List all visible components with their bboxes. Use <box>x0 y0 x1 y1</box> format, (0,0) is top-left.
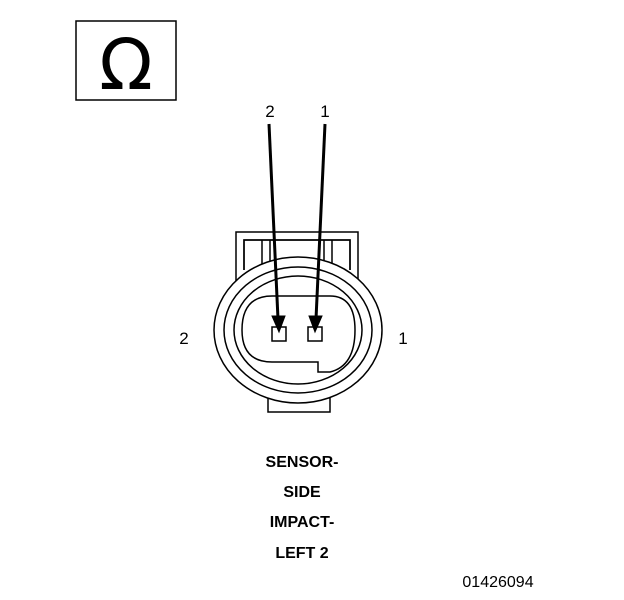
ohmmeter-symbol: Ω <box>75 20 177 106</box>
probe-arrow-left-head <box>271 315 286 334</box>
caption-line-3: IMPACT- <box>270 514 335 531</box>
connector-body <box>213 231 383 413</box>
latch-overlay <box>243 239 351 270</box>
figure-code: 01426094 <box>462 574 533 591</box>
probe-arrow-left <box>267 123 280 320</box>
connector-shell-ring-inner <box>233 275 363 385</box>
caption-line-1: SENSOR- <box>266 454 339 471</box>
probe-arrows <box>267 123 327 334</box>
probe-arrow-right <box>314 123 327 320</box>
connector-cavity <box>241 295 356 373</box>
pin-label-left: 2 <box>179 329 188 348</box>
probe-arrow-right-head <box>308 315 323 334</box>
connector-shell-ring <box>223 266 373 394</box>
caption-line-4: LEFT 2 <box>275 545 328 562</box>
probe-label-left: 2 <box>265 102 274 121</box>
probe-label-right: 1 <box>320 102 329 121</box>
caption-line-2: SIDE <box>283 484 321 501</box>
ohm-symbol-frame <box>75 20 177 101</box>
ohm-symbol-icon: Ω <box>99 24 153 106</box>
pin-label-right: 1 <box>398 329 407 348</box>
